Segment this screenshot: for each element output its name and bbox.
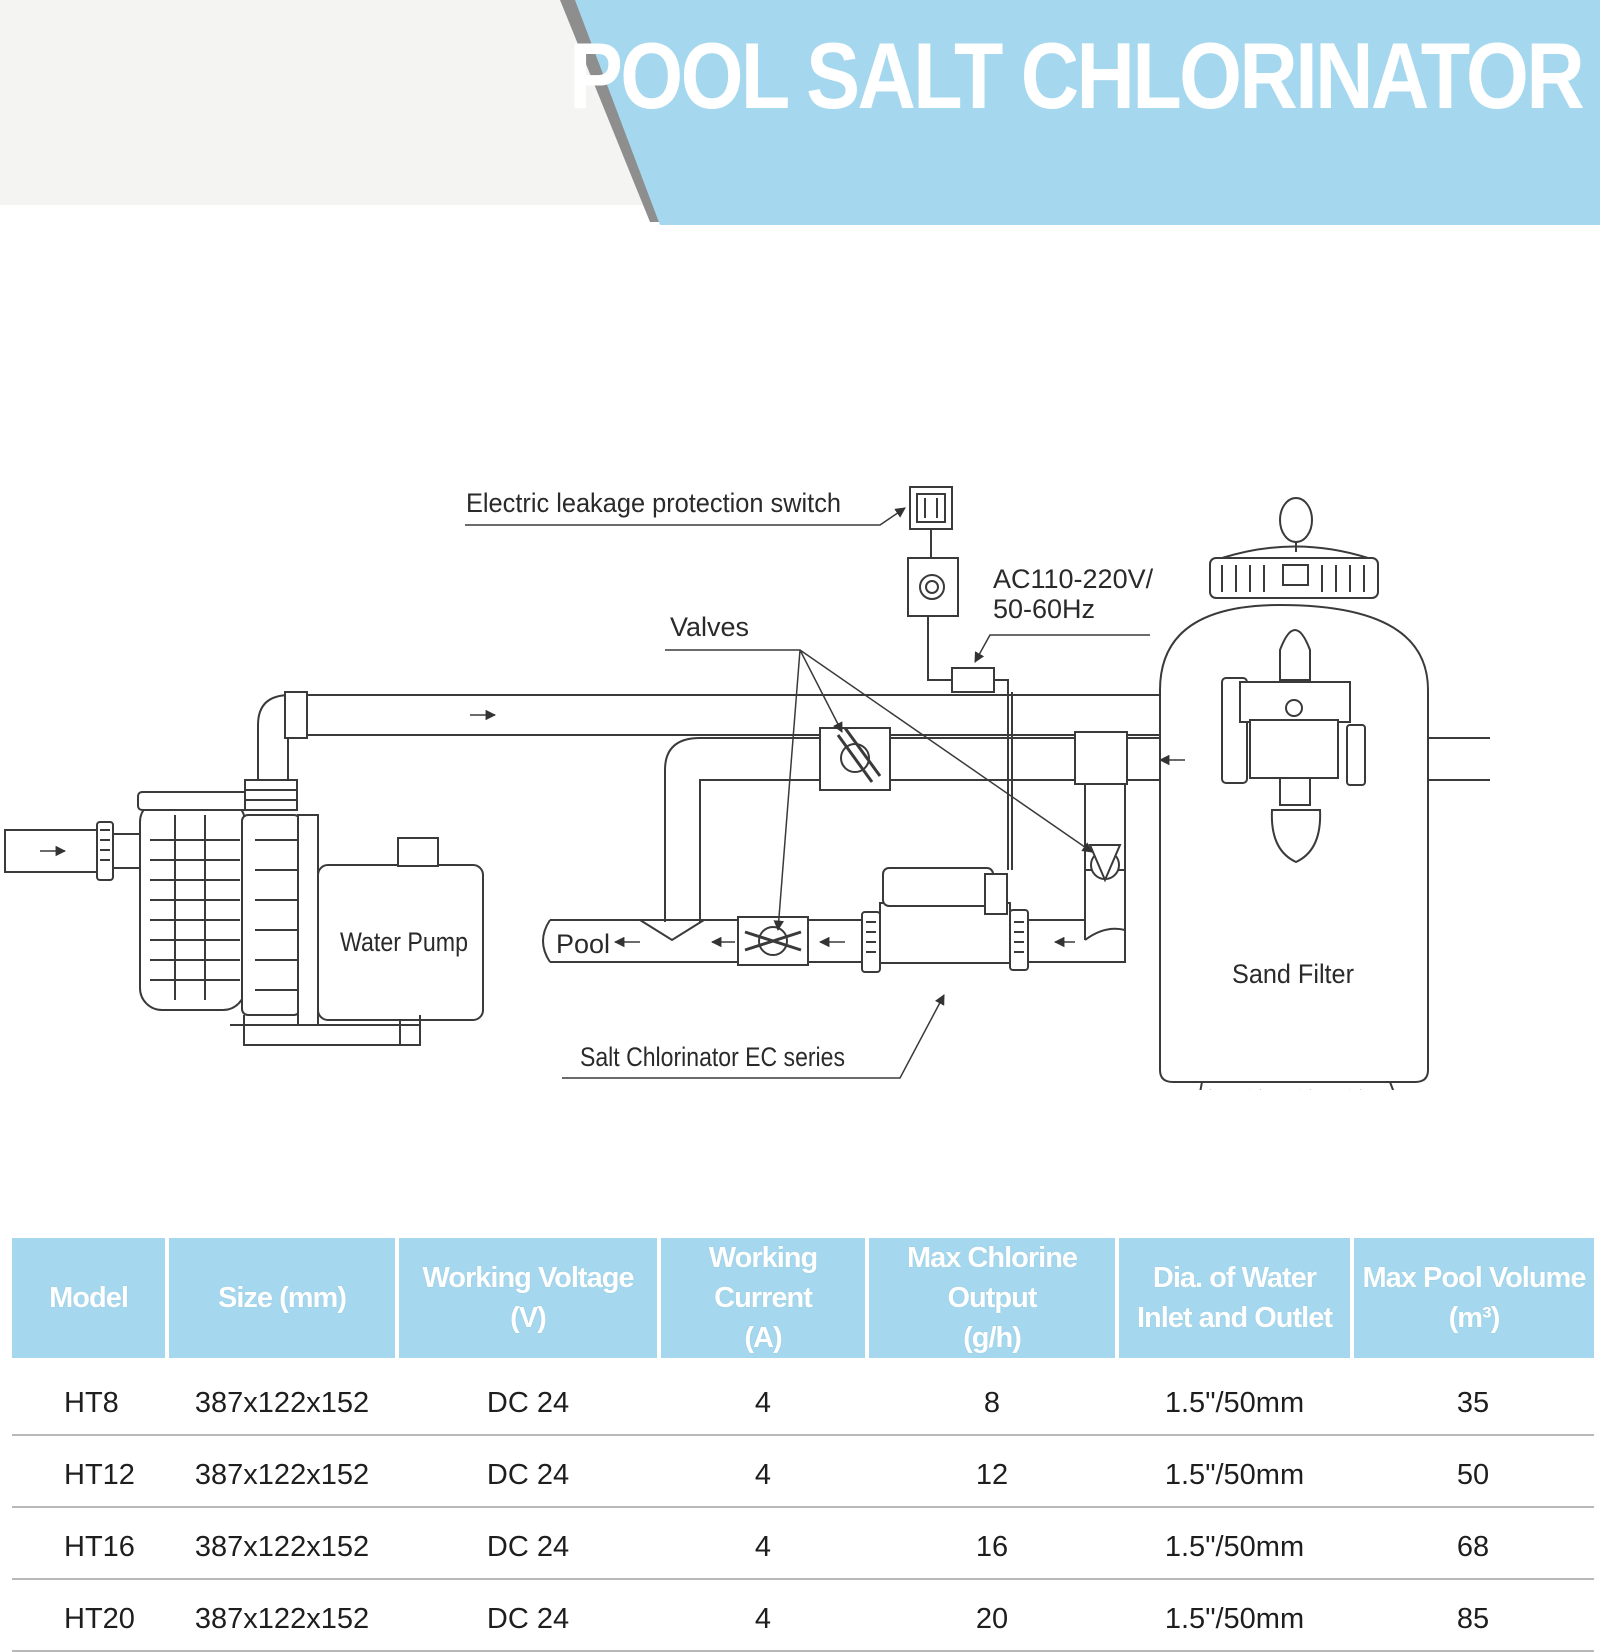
- label-leakage-switch: Electric leakage protection switch: [466, 488, 841, 518]
- table-row: HT8 387x122x152 DC 24 4 8 1.5"/50mm 35: [12, 1358, 1594, 1436]
- label-frequency: 50-60Hz: [993, 594, 1095, 624]
- power-cable: [927, 616, 1013, 870]
- valve-side: [1088, 844, 1122, 883]
- cell-model: HT16: [12, 1507, 167, 1580]
- cell-chlorine-output: 8: [867, 1358, 1117, 1436]
- cell-chlorine-output: 20: [867, 1579, 1117, 1652]
- spec-table: Model Size (mm) Working Voltage(V) Worki…: [12, 1238, 1594, 1652]
- label-pool: Pool: [556, 929, 610, 959]
- cell-voltage: DC 24: [397, 1507, 659, 1580]
- top-pipe: [257, 691, 1225, 785]
- label-valves: Valves: [670, 612, 749, 642]
- inlet-pipe: [4, 821, 144, 881]
- leakage-switch-icon: [909, 486, 953, 558]
- sand-filter: [1159, 497, 1429, 1090]
- cell-current: 4: [659, 1358, 867, 1436]
- cell-pool-volume: 50: [1352, 1435, 1594, 1508]
- cell-current: 4: [659, 1507, 867, 1580]
- plumbing-diagram: Electric leakage protection switch AC110…: [4, 486, 1490, 1090]
- cell-size: 387x122x152: [167, 1507, 397, 1580]
- valve-bottom: [744, 926, 802, 956]
- cell-size: 387x122x152: [167, 1579, 397, 1652]
- table-row: HT12 387x122x152 DC 24 4 12 1.5"/50mm 50: [12, 1435, 1594, 1508]
- cell-voltage: DC 24: [397, 1435, 659, 1508]
- table-row: HT16 387x122x152 DC 24 4 16 1.5"/50mm 68: [12, 1507, 1594, 1580]
- cell-inlet-outlet: 1.5"/50mm: [1117, 1507, 1352, 1580]
- cell-chlorine-output: 12: [867, 1435, 1117, 1508]
- banner-blue-band: [575, 0, 1600, 225]
- table-row: HT20 387x122x152 DC 24 4 20 1.5"/50mm 85: [12, 1579, 1594, 1652]
- cell-size: 387x122x152: [167, 1435, 397, 1508]
- cell-size: 387x122x152: [167, 1358, 397, 1436]
- flow-arrows: [40, 709, 1185, 948]
- col-header-current: Working Current(A): [659, 1238, 869, 1358]
- col-header-voltage: Working Voltage(V): [397, 1238, 661, 1358]
- cell-chlorine-output: 16: [867, 1507, 1117, 1580]
- cell-voltage: DC 24: [397, 1358, 659, 1436]
- label-power: AC110-220V/: [993, 564, 1154, 594]
- page-title: POOL SALT CHLORINATOR: [568, 23, 1585, 128]
- label-chlorinator: Salt Chlorinator EC series: [580, 1042, 845, 1072]
- salt-chlorinator: [861, 867, 1029, 973]
- socket-icon: [907, 557, 959, 617]
- cell-model: HT12: [12, 1435, 167, 1508]
- cell-model: HT20: [12, 1579, 167, 1652]
- leader-lines: [465, 507, 1150, 1079]
- cell-current: 4: [659, 1435, 867, 1508]
- col-header-pool-volume: Max Pool Volume(m³): [1352, 1238, 1594, 1358]
- bottom-pipe: [542, 890, 1126, 966]
- table-header-row: Model Size (mm) Working Voltage(V) Worki…: [12, 1238, 1594, 1358]
- header-banner: [0, 0, 1600, 225]
- cell-pool-volume: 68: [1352, 1507, 1594, 1580]
- cell-pool-volume: 35: [1352, 1358, 1594, 1436]
- label-water-pump: Water Pump: [340, 927, 468, 957]
- cell-voltage: DC 24: [397, 1579, 659, 1652]
- valve-top: [836, 727, 882, 783]
- water-pump: [137, 779, 484, 1046]
- cell-current: 4: [659, 1579, 867, 1652]
- cell-inlet-outlet: 1.5"/50mm: [1117, 1358, 1352, 1436]
- cell-pool-volume: 85: [1352, 1579, 1594, 1652]
- label-sand-filter: Sand Filter: [1232, 959, 1354, 989]
- col-header-chlorine-output: Max Chlorine Output(g/h): [867, 1238, 1119, 1358]
- col-header-model: Model: [12, 1238, 169, 1358]
- cell-model: HT8: [12, 1358, 167, 1436]
- cell-inlet-outlet: 1.5"/50mm: [1117, 1435, 1352, 1508]
- col-header-size: Size (mm): [167, 1238, 399, 1358]
- cell-inlet-outlet: 1.5"/50mm: [1117, 1579, 1352, 1652]
